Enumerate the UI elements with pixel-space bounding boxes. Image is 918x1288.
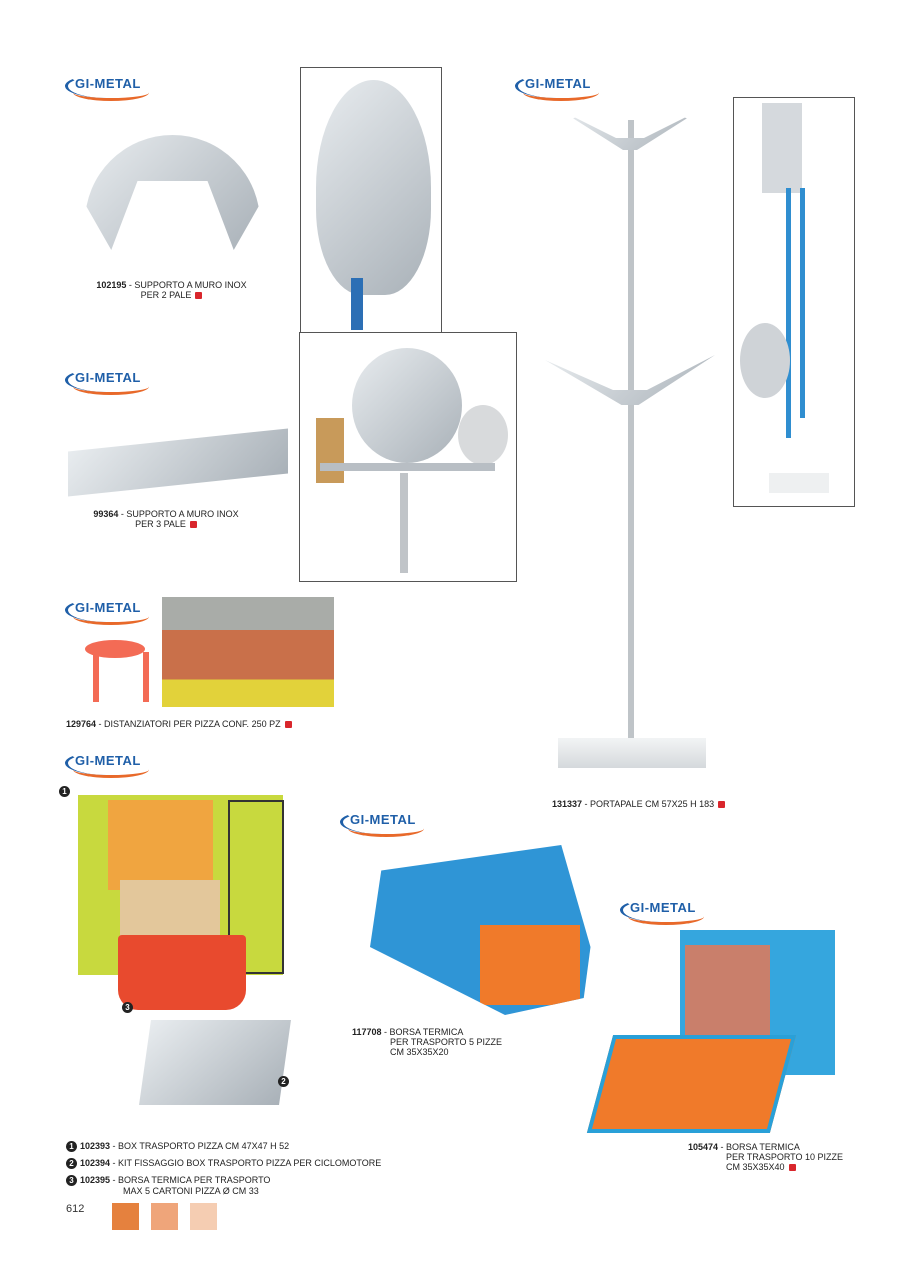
gimetal-logo: GI-METAL	[65, 596, 149, 625]
color-swatch	[112, 1203, 139, 1230]
gimetal-logo: GI-METAL	[340, 808, 424, 837]
callout-3: 3	[122, 1002, 133, 1013]
new-marker-icon	[195, 292, 203, 300]
new-marker-icon	[284, 721, 292, 729]
page-number: 612	[66, 1203, 85, 1215]
gimetal-logo: GI-METAL	[515, 72, 599, 101]
gimetal-logo: GI-METAL	[65, 366, 149, 395]
peels-on-rack-photo	[299, 332, 517, 582]
caption-131337: 131337 - PORTAPALE CM 57X25 H 183	[552, 799, 726, 809]
gimetal-logo: GI-METAL	[620, 896, 704, 925]
pizza-photo	[162, 597, 334, 707]
caption-129764: 129764 - DISTANZIATORI PER PIZZA CONF. 2…	[66, 719, 292, 729]
new-marker-icon	[788, 1164, 796, 1172]
pizza-box-image	[78, 795, 284, 975]
color-swatch	[190, 1203, 217, 1230]
new-marker-icon	[718, 801, 726, 809]
wall-support-3-image	[68, 428, 288, 497]
gimetal-logo: GI-METAL	[65, 749, 149, 778]
thermal-bag-10-image	[586, 925, 840, 1135]
color-swatch	[151, 1203, 178, 1230]
pizza-spacer-image	[85, 640, 149, 705]
callout-1: 1	[59, 786, 70, 797]
fixing-kit-image	[139, 1020, 291, 1105]
new-marker-icon	[189, 521, 197, 529]
wall-support-2-image	[85, 135, 260, 250]
thermal-bag-102395	[118, 935, 246, 1010]
peel-stand-full-photo	[733, 97, 855, 507]
peel-stand-image	[628, 120, 634, 740]
peel-on-support-photo	[300, 67, 442, 334]
callout-2: 2	[278, 1076, 289, 1087]
gimetal-logo: GI-METAL	[65, 72, 149, 101]
thermal-bag-5-image	[370, 845, 591, 1015]
